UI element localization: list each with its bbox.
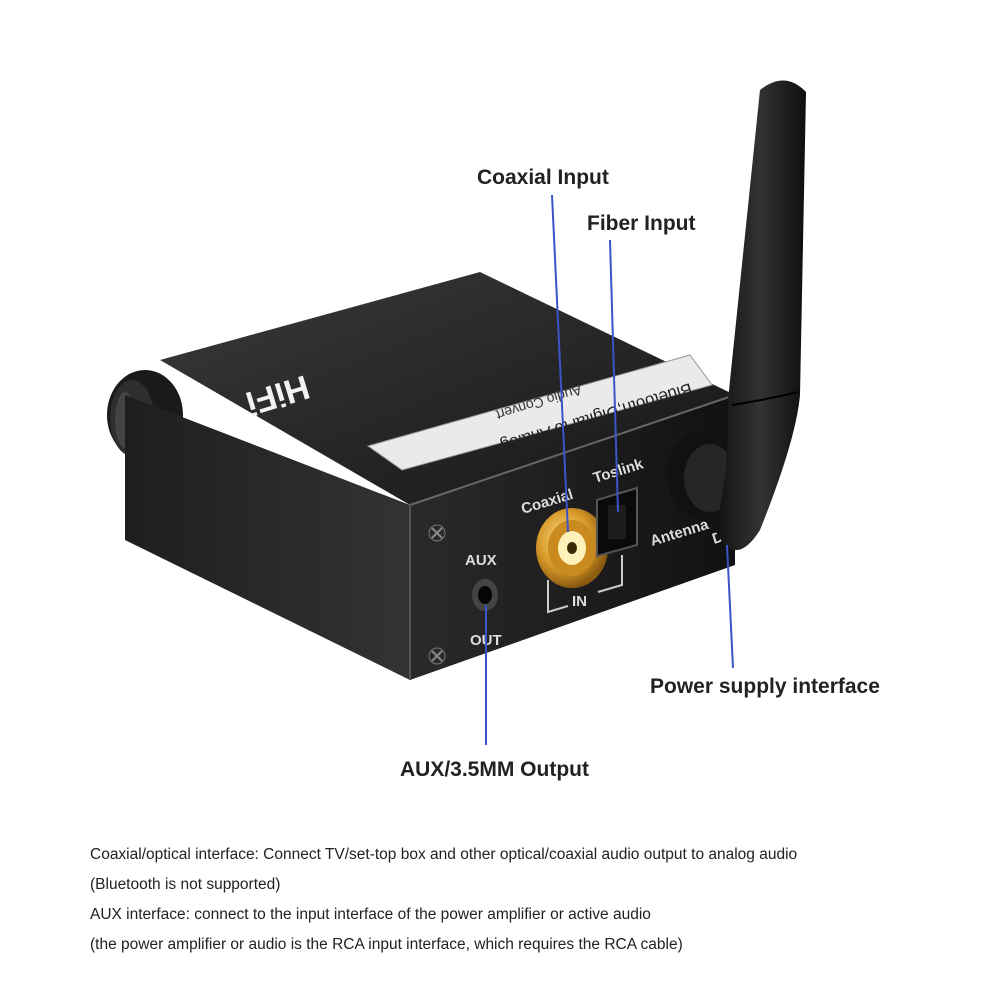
description-line-2: (Bluetooth is not supported)	[90, 876, 281, 893]
coaxial-input-callout: Coaxial Input	[477, 166, 609, 189]
power-supply-callout: Power supply interface	[650, 675, 880, 698]
screw-icon	[428, 524, 446, 542]
coaxial-leader-line	[551, 194, 569, 533]
screw-icon	[428, 647, 446, 665]
power-leader-line	[726, 544, 734, 669]
toslink-port-icon	[596, 486, 638, 558]
fiber-input-callout: Fiber Input	[587, 212, 696, 235]
aux-output-callout: AUX/3.5MM Output	[400, 758, 589, 781]
fiber-leader-line	[609, 239, 619, 513]
antenna-icon	[715, 80, 806, 550]
description-line-3: AUX interface: connect to the input inte…	[90, 906, 651, 923]
description-line-1: Coaxial/optical interface: Connect TV/se…	[90, 846, 798, 863]
in-port-label: IN	[572, 593, 587, 610]
aux-jack-icon	[472, 579, 498, 611]
in-bracket	[547, 555, 623, 614]
device-top-face	[160, 272, 735, 505]
aux-port-label: AUX	[465, 552, 497, 569]
coaxial-rca-jack-icon	[536, 508, 608, 588]
description-line-4: (the power amplifier or audio is the RCA…	[90, 936, 683, 953]
device-side-face	[125, 395, 410, 680]
